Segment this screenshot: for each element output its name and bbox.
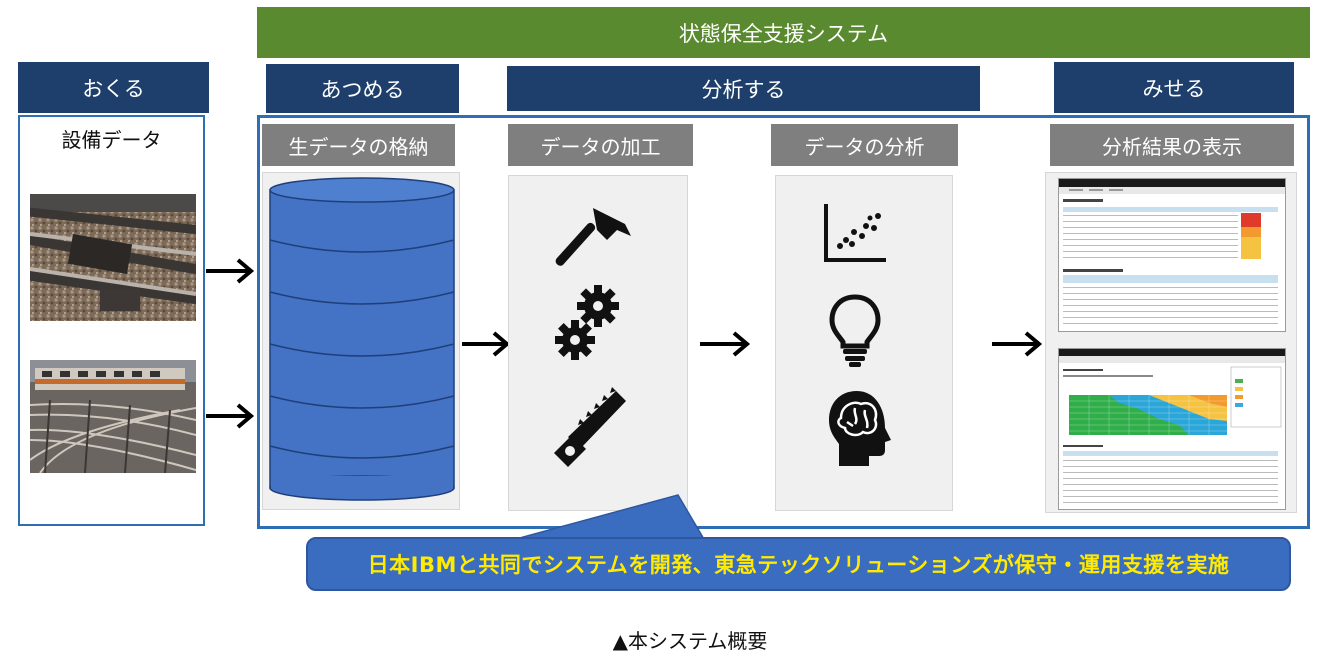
step-store: 生データの格納	[262, 124, 455, 166]
figure-caption: ▲本システム概要	[540, 624, 840, 654]
dashboard-screenshot-table	[1058, 178, 1286, 332]
stage-okuru-label: おくる	[82, 73, 145, 103]
system-banner-label: 状態保全支援システム	[679, 18, 888, 48]
callout-box: 日本IBMと共同でシステムを開発、東急テックソリューションズが保守・運用支援を実…	[306, 537, 1291, 591]
arrow-icon	[698, 328, 752, 360]
brain-head-icon	[825, 388, 895, 468]
scatter-chart-icon	[820, 200, 890, 266]
arrow-icon	[460, 328, 512, 360]
figure-caption-text: ▲本システム概要	[613, 625, 768, 654]
step-display-label: 分析結果の表示	[1102, 131, 1242, 160]
dashboard-screenshot-heatmap	[1058, 348, 1286, 510]
stage-bunseki: 分析する	[507, 66, 980, 111]
database-icon	[266, 176, 458, 502]
arrow-icon	[990, 328, 1044, 360]
step-process-label: データの加工	[541, 131, 661, 160]
callout-text: 日本IBMと共同でシステムを開発、東急テックソリューションズが保守・運用支援を実…	[368, 549, 1230, 579]
step-display: 分析結果の表示	[1050, 124, 1294, 166]
arrow-icon	[204, 255, 256, 287]
saw-icon	[550, 385, 630, 470]
arrow-icon	[204, 400, 256, 432]
equipment-data-title: 設備データ	[18, 124, 205, 153]
stage-okuru: おくる	[18, 62, 209, 113]
step-store-label: 生データの格納	[289, 131, 429, 160]
track-switch-photo	[30, 194, 196, 321]
step-analyze-label: データの分析	[805, 131, 925, 160]
step-process: データの加工	[508, 124, 693, 166]
train-tracks-photo	[30, 360, 196, 473]
system-banner: 状態保全支援システム	[257, 7, 1310, 58]
stage-miseru: みせる	[1054, 62, 1294, 113]
hammer-icon	[545, 200, 635, 280]
stage-bunseki-label: 分析する	[702, 74, 786, 104]
gears-icon	[553, 282, 625, 364]
step-analyze: データの分析	[771, 124, 958, 166]
stage-atsumeru-label: あつめる	[321, 74, 405, 104]
lightbulb-icon	[827, 292, 883, 368]
stage-atsumeru: あつめる	[266, 64, 459, 113]
stage-miseru-label: みせる	[1143, 73, 1206, 103]
